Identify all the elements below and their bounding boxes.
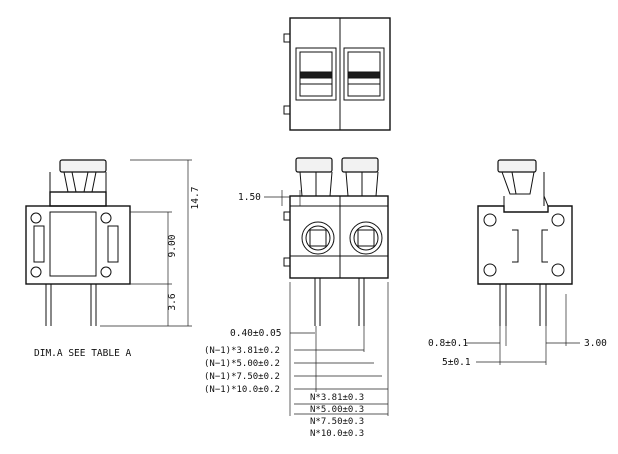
dim-label-3-00: 3.00: [584, 338, 607, 349]
total-width-label: N*5.00±0.3: [310, 405, 364, 415]
dim-label-1-50: 1.50: [238, 192, 261, 203]
left-side-view: [25, 159, 192, 327]
table-note: DIM.A SEE TABLE A: [34, 348, 132, 359]
dim-label-0-8: 0.8±0.1: [428, 338, 468, 349]
dim-label-pin-width: 0.40±0.05: [230, 328, 281, 339]
pitch-label: (N−1)*7.50±0.2: [204, 372, 280, 382]
total-width-label: N*3.81±0.3: [310, 393, 364, 403]
total-width-label: N*10.0±0.3: [310, 429, 364, 439]
top-view: [283, 17, 391, 131]
pitch-label: (N−1)*10.0±0.2: [204, 385, 280, 395]
pitch-label: (N−1)*3.81±0.2: [204, 346, 280, 356]
right-side-view: [466, 159, 580, 365]
dim-label-5: 5±0.1: [442, 357, 471, 368]
dim-label-14-7: 14.7: [190, 187, 201, 210]
pitch-label: (N−1)*5.00±0.2: [204, 359, 280, 369]
front-view: [264, 157, 389, 416]
dim-label-3-6: 3.6: [167, 293, 178, 310]
dim-label-9-00: 9.00: [167, 234, 178, 257]
total-width-label: N*7.50±0.3: [310, 417, 364, 427]
